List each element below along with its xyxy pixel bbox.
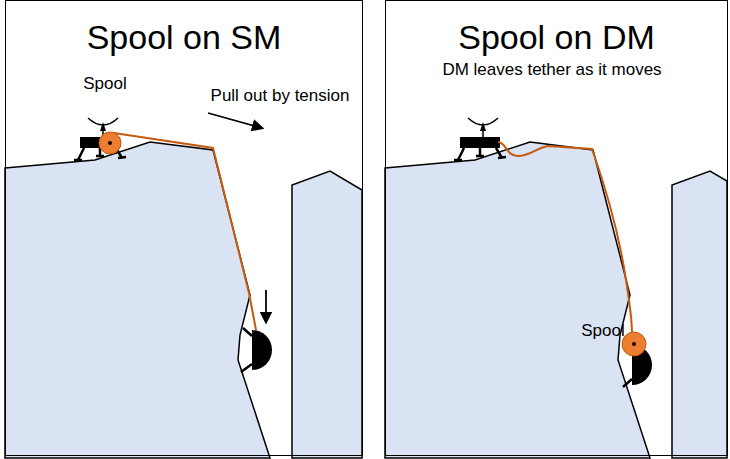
annotation-label: Pull out by tension: [211, 87, 350, 106]
spool: [622, 332, 646, 356]
tether: [114, 133, 256, 330]
down-arrow: [265, 290, 267, 322]
annotation-label: DM leaves tether as it moves: [442, 61, 661, 80]
lander: [74, 118, 126, 160]
panel-heading: Spool on SM: [6, 19, 362, 56]
tether: [498, 142, 632, 334]
annotation-label: Spool: [83, 75, 126, 94]
annotation-label: Spool: [581, 322, 624, 341]
cliff-terrain: [5, 142, 270, 458]
rover: [241, 328, 272, 372]
right-scene: [385, 118, 727, 458]
left-scene: [5, 113, 362, 458]
tension-arrow: [208, 113, 262, 128]
cliff-terrain: [385, 142, 650, 458]
panel-heading: Spool on DM: [386, 19, 727, 56]
spool: [99, 132, 121, 154]
rock-pillar: [292, 171, 362, 458]
rock-pillar: [672, 171, 727, 458]
scene-panel: Spool on SM: [5, 0, 363, 456]
lander: [454, 118, 506, 160]
